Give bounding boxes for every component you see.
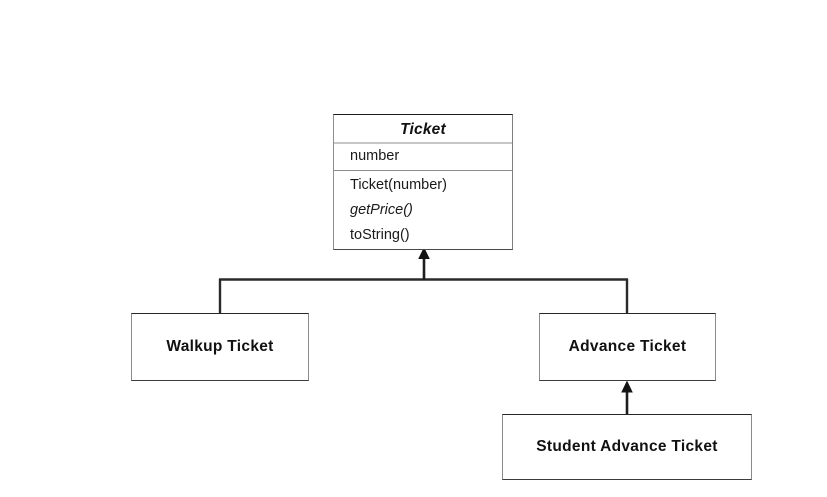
class-title-compartment-ticket: Ticket [334, 115, 512, 144]
class-name-ticket: Ticket [400, 121, 446, 138]
class-field-number: number [350, 148, 400, 164]
class-box-ticket[interactable]: Ticket number Ticket(number) getPrice() … [333, 114, 513, 250]
class-method-to-string: toString() [350, 227, 410, 243]
class-method-constructor: Ticket(number) [350, 177, 447, 193]
class-name-walkup-ticket: Walkup Ticket [166, 338, 274, 355]
class-box-walkup-ticket[interactable]: Walkup Ticket [131, 313, 309, 381]
class-methods-compartment-ticket: Ticket(number) getPrice() toString() [334, 171, 512, 248]
class-name-student-advance-ticket: Student Advance Ticket [536, 438, 718, 455]
class-method-get-price: getPrice() [350, 202, 413, 218]
arrowhead-to-advance-ticket [621, 380, 633, 393]
class-fields-compartment-ticket: number [334, 144, 512, 171]
class-box-student-advance-ticket[interactable]: Student Advance Ticket [502, 414, 752, 480]
class-name-advance-ticket: Advance Ticket [568, 338, 687, 355]
class-box-advance-ticket[interactable]: Advance Ticket [539, 313, 716, 381]
